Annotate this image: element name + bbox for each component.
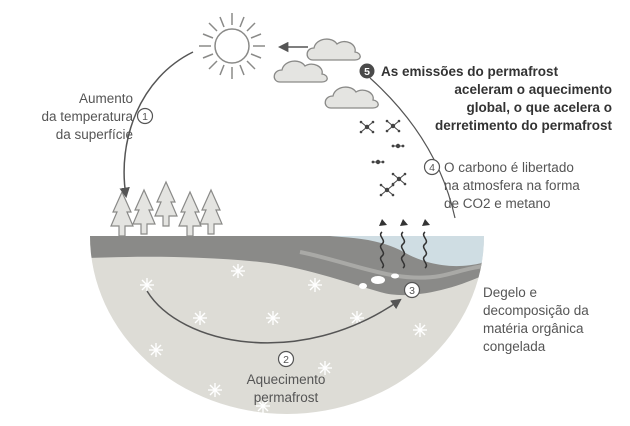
svg-text:4: 4 xyxy=(429,162,435,174)
molecule-icon xyxy=(371,159,385,165)
svg-text:derretimento do permafrost: derretimento do permafrost xyxy=(435,118,613,133)
svg-text:de CO2 e metano: de CO2 e metano xyxy=(444,196,551,211)
svg-text:2: 2 xyxy=(283,354,289,366)
step-label-2: Aquecimento permafrost xyxy=(247,372,326,405)
step-marker-4: 4 xyxy=(423,158,441,176)
step-label-5: As emissões do permafrost aceleram o aqu… xyxy=(381,64,613,133)
svg-text:na atmosfera na forma: na atmosfera na forma xyxy=(444,178,580,193)
svg-text:O carbono é libertado: O carbono é libertado xyxy=(444,160,574,175)
svg-text:congelada: congelada xyxy=(483,339,546,354)
organic-matter xyxy=(371,276,385,284)
tree-icon xyxy=(199,189,223,235)
organic-matter xyxy=(359,283,367,289)
svg-text:Aumento: Aumento xyxy=(79,91,133,106)
snowflake-icon xyxy=(307,277,323,293)
step-marker-1: 1 xyxy=(136,107,154,125)
cloud-icon xyxy=(324,86,379,109)
arrow-sun-to-ground xyxy=(119,51,194,199)
ground xyxy=(90,236,484,414)
tree-icon xyxy=(132,189,156,235)
step-label-1: Aumento da temperatura da superfície xyxy=(41,91,133,142)
molecule-icon xyxy=(385,119,401,133)
cloud-icon xyxy=(306,38,361,61)
snowflake-icon xyxy=(349,310,365,326)
step-label-4: O carbono é libertado na atmosfera na fo… xyxy=(444,160,580,211)
tree-icon xyxy=(110,191,134,237)
cycle-arrows xyxy=(119,41,456,344)
svg-text:aceleram o aquecimento: aceleram o aquecimento xyxy=(454,82,612,97)
step-marker-3: 3 xyxy=(403,281,421,299)
snowflake-icon xyxy=(148,342,164,358)
step-marker-5: 5 xyxy=(359,63,375,79)
step-label-3: Degelo e decomposição da matéria orgânic… xyxy=(483,285,589,354)
svg-text:As emissões do permafrost: As emissões do permafrost xyxy=(381,64,559,79)
svg-text:da superfície: da superfície xyxy=(56,127,133,142)
step-marker-2: 2 xyxy=(277,350,295,368)
clouds xyxy=(273,38,379,109)
molecule-icon xyxy=(391,143,405,149)
snowflake-icon xyxy=(192,310,208,326)
svg-text:Aquecimento: Aquecimento xyxy=(247,372,326,387)
gas-molecules xyxy=(359,119,407,197)
arrow-permafrost-warming xyxy=(146,290,402,344)
cloud-icon xyxy=(273,60,328,83)
sun-icon xyxy=(199,13,265,79)
svg-text:5: 5 xyxy=(364,66,370,78)
snowflake-icon xyxy=(230,263,246,279)
svg-text:permafrost: permafrost xyxy=(254,390,319,405)
molecule-icon xyxy=(359,120,375,134)
thawed-water-pool xyxy=(330,236,484,267)
snowflake-icon xyxy=(265,310,281,326)
molecule-icon xyxy=(391,172,407,186)
arrow-emission-to-sun xyxy=(369,77,456,219)
svg-text:matéria orgânica: matéria orgânica xyxy=(483,321,584,336)
snowflake-icon xyxy=(207,382,223,398)
snowflake-icon xyxy=(412,322,428,338)
svg-text:1: 1 xyxy=(142,111,148,123)
tree-icon xyxy=(178,191,202,237)
svg-text:3: 3 xyxy=(409,285,415,297)
svg-text:global, o que acelera o: global, o que acelera o xyxy=(466,100,612,115)
molecule-icon xyxy=(379,183,395,197)
snowflake-icon xyxy=(139,277,155,293)
svg-text:decomposição da: decomposição da xyxy=(483,303,589,318)
svg-text:Degelo e: Degelo e xyxy=(483,285,537,300)
organic-matter xyxy=(391,273,399,279)
top-soil-layer xyxy=(90,236,484,296)
svg-text:da temperatura: da temperatura xyxy=(41,109,133,124)
thaw-channel xyxy=(299,250,484,280)
trees xyxy=(110,181,223,237)
tree-icon xyxy=(154,181,178,227)
